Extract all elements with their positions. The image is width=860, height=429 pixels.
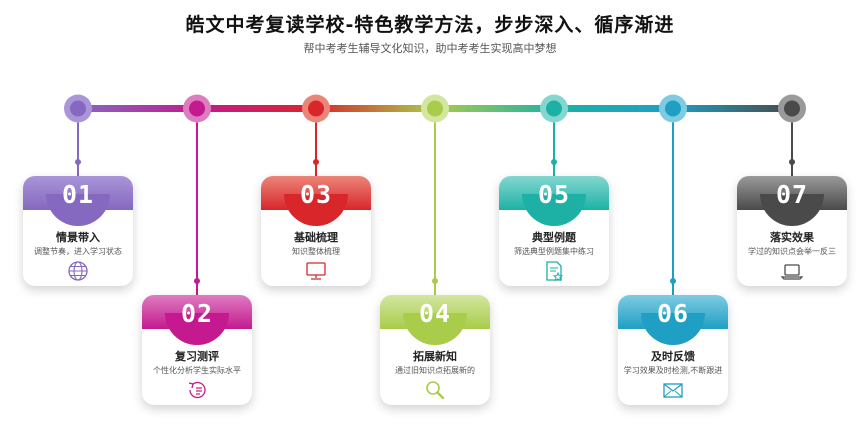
step-number: 06 xyxy=(656,299,690,328)
step-name: 拓展新知 xyxy=(413,350,457,363)
step-number: 02 xyxy=(180,299,214,328)
step-name: 落实效果 xyxy=(770,231,814,244)
review-clock-icon xyxy=(188,381,206,399)
timeline-node-core xyxy=(427,100,443,117)
step-description: 学习效果及时检测,不断跟进 xyxy=(623,366,723,375)
step-number: 01 xyxy=(61,180,95,209)
step-name: 复习测评 xyxy=(175,350,219,363)
connector-dot xyxy=(313,159,319,165)
step-number: 03 xyxy=(299,180,333,209)
step-name: 典型例题 xyxy=(532,231,576,244)
card-step-05: 05 典型例题 筛选典型例题集中练习 xyxy=(499,176,609,286)
timeline-node-core xyxy=(189,100,205,117)
timeline-node-core xyxy=(308,100,324,117)
connector-dot xyxy=(432,278,438,284)
step-name: 基础梳理 xyxy=(294,231,338,244)
laptop-icon xyxy=(780,264,804,280)
step-description: 知识整体梳理 xyxy=(292,247,340,256)
step-name: 情景带入 xyxy=(56,231,100,244)
step-description: 调整节奏，进入学习状态 xyxy=(34,247,122,256)
card-step-02: 02 复习测评 个性化分析学生实际水平 xyxy=(142,295,252,405)
step-name: 及时反馈 xyxy=(651,350,695,363)
card-step-01: 01 情景带入 调整节奏，进入学习状态 xyxy=(23,176,133,286)
step-number: 05 xyxy=(537,180,571,209)
globe-icon xyxy=(68,261,88,281)
connector-dot xyxy=(194,278,200,284)
step-description: 筛选典型例题集中练习 xyxy=(514,247,594,256)
search-icon xyxy=(426,381,445,400)
page-title: 皓文中考复读学校-特色教学方法，步步深入、循序渐进 xyxy=(185,14,675,36)
card-step-03: 03 基础梳理 知识整体梳理 xyxy=(261,176,371,286)
connector-dot xyxy=(670,278,676,284)
step-number: 07 xyxy=(775,180,809,209)
step-description: 通过旧知识点拓展新的 xyxy=(395,366,475,375)
document-star-icon xyxy=(546,261,564,282)
connector-dot xyxy=(551,159,557,165)
timeline-node-core xyxy=(665,100,681,117)
connector-dot xyxy=(75,159,81,165)
mail-icon xyxy=(663,383,683,398)
card-step-04: 04 拓展新知 通过旧知识点拓展新的 xyxy=(380,295,490,405)
step-description: 学过的知识点会举一反三 xyxy=(748,247,836,256)
timeline-node-core xyxy=(546,100,562,117)
timeline-node-core xyxy=(784,100,800,117)
timeline-node-core xyxy=(70,100,86,117)
page-subtitle: 帮中考考生辅导文化知识，助中考考生实现高中梦想 xyxy=(303,42,557,55)
step-number: 04 xyxy=(418,299,452,328)
card-step-06: 06 及时反馈 学习效果及时检测,不断跟进 xyxy=(618,295,728,405)
step-description: 个性化分析学生实际水平 xyxy=(153,366,241,375)
connector-dot xyxy=(789,159,795,165)
card-step-07: 07 落实效果 学过的知识点会举一反三 xyxy=(737,176,847,286)
monitor-icon xyxy=(306,262,326,280)
